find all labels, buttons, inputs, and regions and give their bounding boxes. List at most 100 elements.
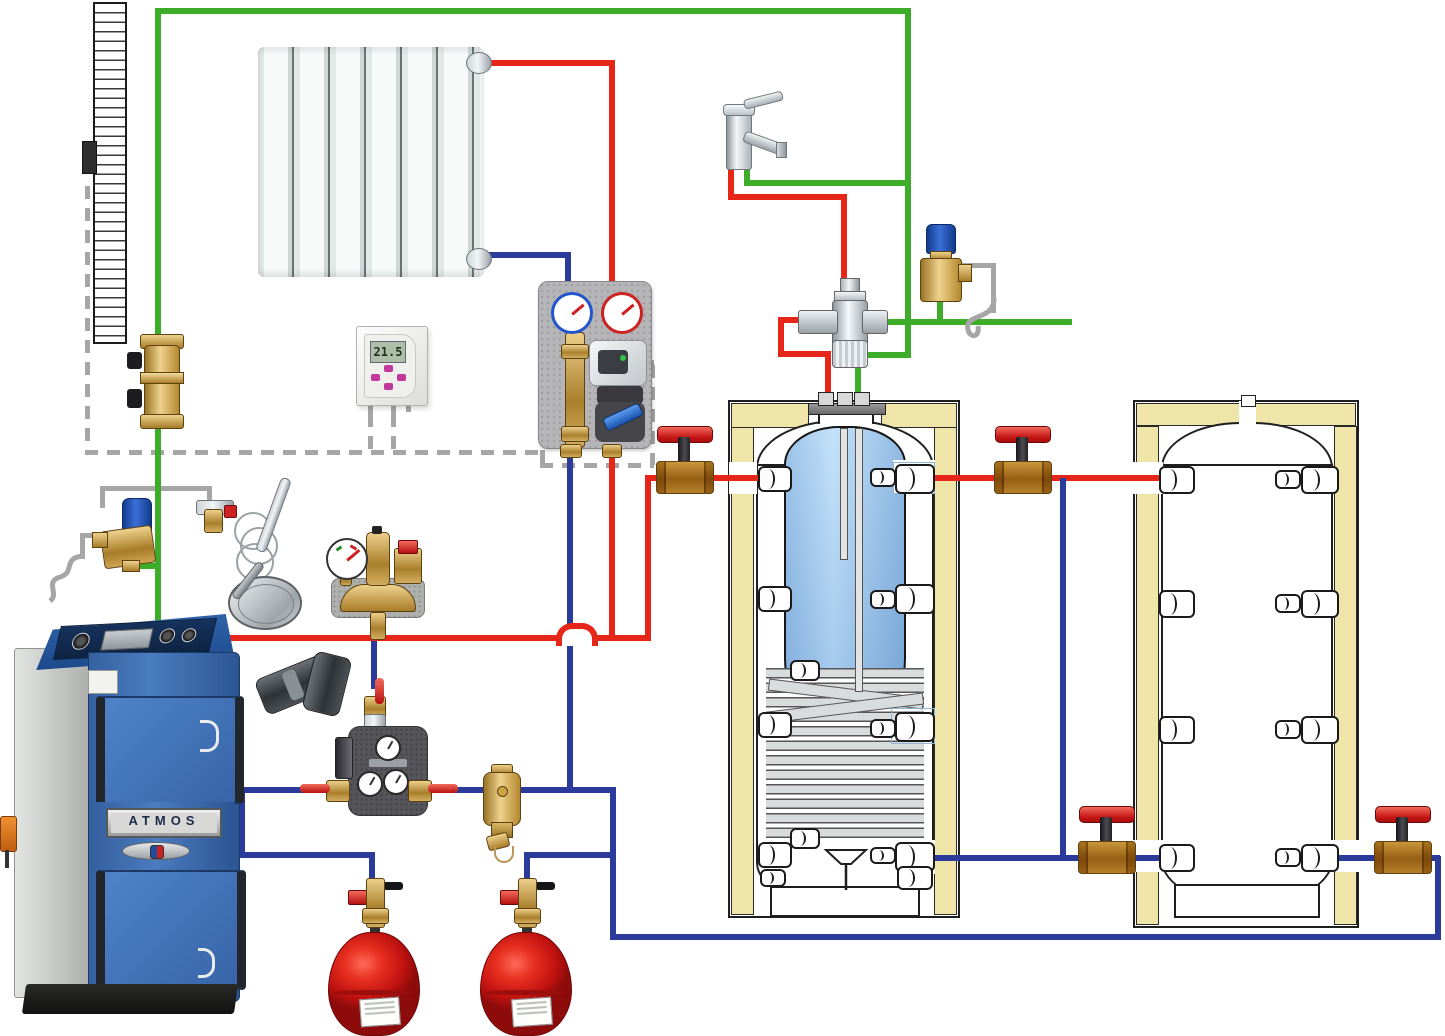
vessel2-h [527,852,616,858]
tank1-insulation-top-right [881,403,957,428]
boiler-upper-door [96,696,244,804]
pipe-bridge [556,623,598,646]
thermostat-pin-1 [368,400,373,416]
boiler-safety-group [326,524,426,644]
tank2-port-r2 [1301,590,1339,618]
station-gauge-return [551,292,593,334]
ball-valve-4 [1374,806,1432,878]
boiler-supply-h2 [584,635,651,641]
safety-group-manometer [326,538,368,580]
tank-hot-stub-v [825,351,831,400]
tank1-stub-cold [854,392,870,406]
laddomat-left-valve-lever [300,784,330,793]
expansion-vessel-1 [326,874,422,1036]
pump-supply-drop-v [609,443,615,641]
station-union-top [561,344,589,359]
radiator-supply-v [609,60,615,285]
room-thermostat: 21.5 [356,326,428,406]
radiator [258,47,484,277]
mixing-valve-blue-lever [601,402,645,432]
pump-return-v [567,443,573,792]
tank2-oval-3 [1275,720,1301,739]
atmos-wood-boiler: ATMOS [0,612,246,1016]
tank2-top-gap [1239,401,1256,428]
tank2-oval-1 [1275,470,1301,489]
discharge-squiggle [48,553,84,604]
cold-safety-stub [937,296,943,322]
safety-discharge-hook [965,297,997,338]
sensor-wire-jog [540,450,545,468]
station-mixing-valve [595,402,645,442]
tank2-port-l2 [1159,590,1195,618]
boiler-side-device [0,816,17,852]
radiator-return-v [565,252,571,285]
flue-elbow [253,644,353,730]
thermostat-button-up [384,365,393,372]
tank2-pedestal [1174,884,1320,918]
vessel1-drain-handle [383,882,403,890]
safety-relief-cap [398,540,418,554]
safety-discharge-v [991,263,996,313]
tank2-port-r4 [1301,844,1339,872]
tmv-left-h [778,317,806,323]
tank1-oval-1 [870,468,896,487]
flue-gas-thermostat [228,560,302,630]
separator-drain-chain [494,846,514,863]
basin-faucet [718,90,790,170]
tank2-oval-4 [1275,848,1301,867]
thermostatic-mixing-valve [798,278,888,370]
sensor-wire-to-pump [540,463,654,468]
tmv-tank-h [778,351,831,357]
boiler-base [21,984,239,1014]
sensor-wire-pump-drop [650,365,655,465]
station-insulated-valve [597,386,643,404]
tmv-top-v [841,194,847,286]
thermostat-wire-1 [368,414,373,454]
check-valve-cap-1 [127,352,142,369]
radiator-supply-h [484,60,612,66]
laddomat-label [369,759,407,767]
tank1-oval-2 [870,590,896,609]
atmos-nameplate-text: ATMOS [111,813,217,833]
tank2-port-l3 [1159,716,1195,744]
discharge-pipe-v [80,533,85,559]
dhw-dip-tube-short [840,428,848,560]
station-stub-left [560,444,582,458]
tank1-port-l2 [758,586,792,612]
boiler-display [100,628,154,651]
sensor-wire-main [85,450,543,455]
vessel2-drop-v [524,852,530,880]
boiler-upper-door-handle [200,720,219,752]
tank1-port-r1 [895,464,935,494]
thermostat-button-down [384,383,393,390]
laddomat-left-union [326,780,350,802]
vessel1-tee-v [239,787,245,858]
dhw-safety-valve [914,224,972,304]
check-valve-cap-2 [127,389,142,408]
cold-pipe-top-run [155,8,911,14]
chimney [93,2,127,344]
boiler-side-panel [14,648,94,998]
check-valve [127,334,184,429]
cold-pipe-faucet-h [744,180,911,186]
thermal-discharge-valve [92,498,157,572]
station-union-bottom [561,426,589,442]
pump-mixing-station [538,281,652,449]
return-right-drop-v [610,787,616,940]
vessel2-label [511,996,553,1028]
tank1-port-l1 [758,466,792,492]
atmos-nameplate: ATMOS [106,808,222,838]
vessel1-fill-cap [348,890,367,905]
laddomat-actuator [335,737,353,779]
dhw-dip-tube-long [855,428,863,692]
ball-valve-2 [994,426,1052,498]
ball-valve-3 [1078,806,1136,878]
cold-lower-riser [155,424,161,624]
tank1-oval-3 [870,719,896,738]
station-stub-right [602,444,622,458]
cold-sts-h [132,563,161,569]
tmv-adjuster-knob [832,340,868,368]
bottom-return-h [610,934,1441,940]
sensor-wire-chimney [85,186,90,452]
coil-stub-top [790,660,820,681]
